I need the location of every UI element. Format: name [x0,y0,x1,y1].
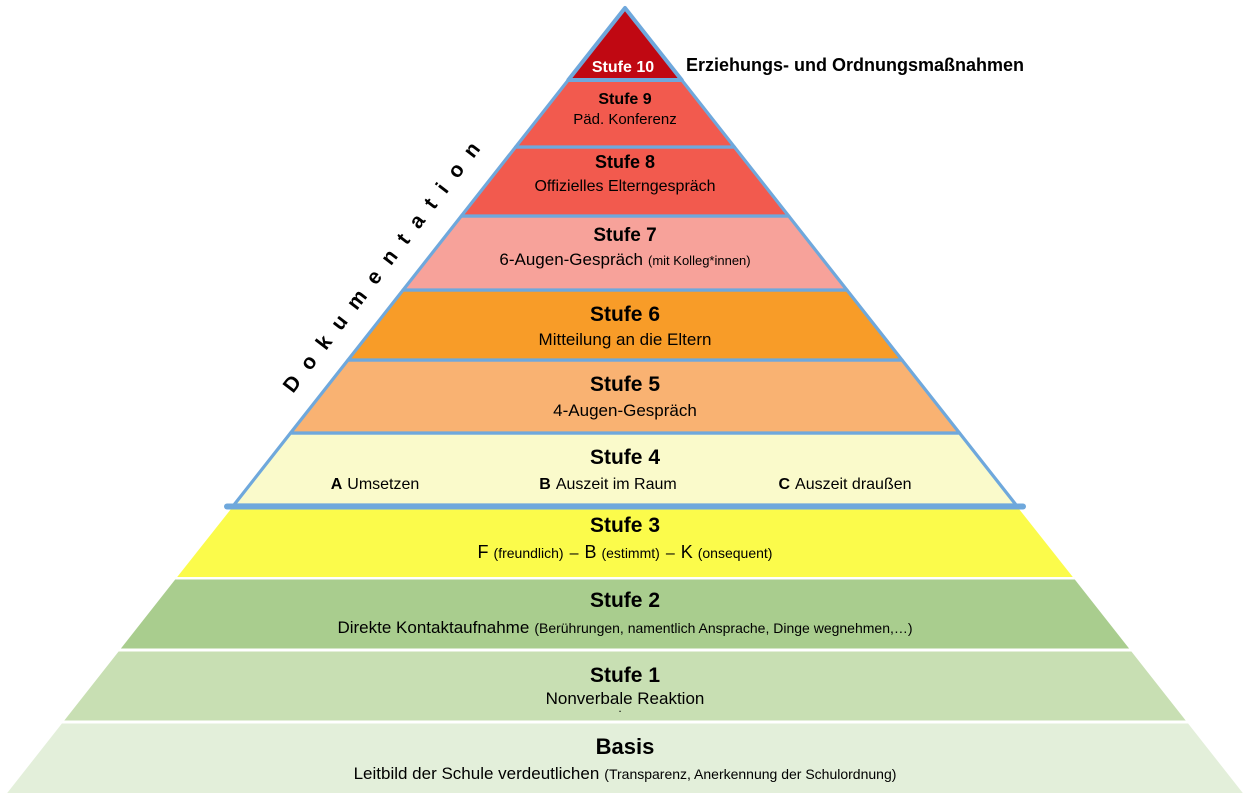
stufe3-paren-b: (estimmt) [601,545,659,561]
stufe3-letter-f: F [478,542,489,562]
stufe4-item-a-text: Umsetzen [347,476,419,493]
level-stufe3-shape [177,509,1073,577]
stufe1-title: Stufe 1 [590,664,660,687]
stufe4-title: Stufe 4 [590,446,660,469]
stufe3-title: Stufe 3 [590,514,660,537]
stufe9-title: Stufe 9 [598,91,651,108]
stufe6-title: Stufe 6 [590,303,660,326]
stufe7-subtitle-main: 6-Augen-Gespräch [499,250,643,269]
stufe4-item-b-text: Auszeit im Raum [556,476,677,493]
stufe5-subtitle: 4-Augen-Gespräch [553,401,697,420]
stufe1-stray-dot: . [618,701,621,715]
stufe3-subtitle: F(freundlich)–B(estimmt)–K(onsequent) [478,542,773,562]
stufe2-title: Stufe 2 [590,589,660,612]
stufe7-subtitle: 6-Augen-Gespräch (mit Kolleg*innen) [499,250,750,269]
stufe3-dash-1: – [570,545,579,562]
stufe8-title: Stufe 8 [595,152,655,172]
stufe3-dash-2: – [666,545,675,562]
stufe4-item-b-letter: B [539,476,551,493]
stufe5-title: Stufe 5 [590,373,660,396]
stufe7-subtitle-paren: (mit Kolleg*innen) [648,253,751,268]
basis-subtitle: Leitbild der Schule verdeutlichen(Transp… [354,764,897,783]
stufe4-item-c-text: Auszeit draußen [795,476,912,493]
stufe4-item-c-letter: C [778,476,790,493]
stufe3-paren-k: (onsequent) [698,545,773,561]
stufe1-subtitle: Nonverbale Reaktion [546,689,705,708]
stufe7-title: Stufe 7 [593,225,656,246]
level-stufe5-shape [288,358,962,435]
basis-title: Basis [596,734,655,759]
stufe4-item-c: C Auszeit draußen [778,476,911,493]
stufe6-subtitle: Mitteilung an die Eltern [539,330,712,349]
stufe2-subtitle-paren: (Berührungen, namentlich Ansprache, Ding… [534,620,912,636]
stufe3-letter-k: K [681,542,693,562]
basis-subtitle-main: Leitbild der Schule verdeutlichen [354,764,600,783]
level-stufe4-shape [232,431,1018,507]
stufe3-paren-f: (freundlich) [494,545,564,561]
level-stufe2-shape [120,579,1130,649]
stufe4-item-b: B Auszeit im Raum [539,476,676,493]
level-stufe1-shape [64,651,1186,721]
stufe10-title: Stufe 10 [592,59,654,76]
level-basis-shape [7,723,1243,793]
basis-subtitle-paren: (Transparenz, Anerkennung der Schulordnu… [604,766,896,782]
stufe2-subtitle: Direkte Kontaktaufnahme (Berührungen, nam… [337,618,912,637]
level-stufe10-shape [566,6,684,82]
top-annotation-label: Erziehungs- und Ordnungsmaßnahmen [686,55,1024,75]
stufe9-subtitle: Päd. Konferenz [573,111,676,128]
stufe4-item-a-letter: A [331,476,343,493]
stufe3-letter-b: B [584,542,596,562]
stufe8-subtitle: Offizielles Elterngespräch [534,178,715,195]
stufe2-subtitle-main: Direkte Kontaktaufnahme [337,618,529,637]
